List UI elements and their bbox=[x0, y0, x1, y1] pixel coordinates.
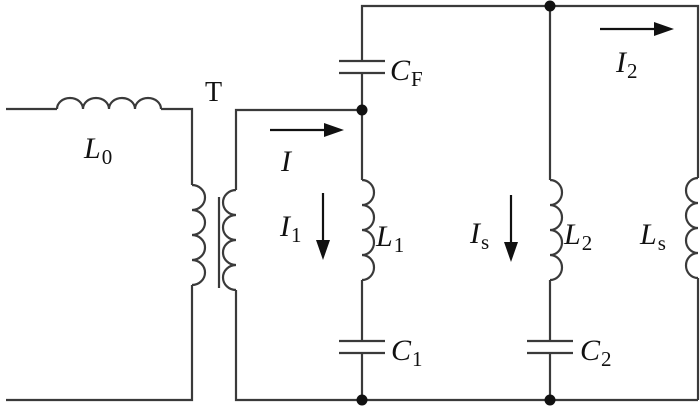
secondary-top-wire bbox=[234, 108, 362, 190]
transformer-primary-winding bbox=[191, 183, 207, 287]
junction-dot-top bbox=[544, 0, 556, 12]
label-C1: C1 bbox=[391, 334, 423, 371]
primary-circuit bbox=[6, 96, 207, 402]
label-Ls: Ls bbox=[639, 218, 666, 255]
top-rail-wire bbox=[360, 4, 700, 178]
label-L1: L1 bbox=[375, 220, 404, 257]
inductor-L1 bbox=[361, 178, 376, 282]
label-L2: L2 bbox=[563, 218, 592, 255]
primary-top-wire bbox=[161, 107, 194, 185]
label-T: T bbox=[205, 77, 222, 108]
arrow-I2 bbox=[600, 22, 674, 36]
label-Is: Is bbox=[469, 217, 489, 254]
label-I2: I2 bbox=[615, 46, 638, 83]
junction-dot-cf bbox=[356, 104, 368, 116]
transformer-secondary-winding bbox=[221, 188, 237, 292]
secondary-circuit bbox=[221, 4, 700, 402]
label-L0: L0 bbox=[83, 132, 112, 169]
junction-dot-bottom-c1 bbox=[356, 394, 368, 406]
label-I: I bbox=[280, 145, 293, 178]
arrow-I bbox=[270, 123, 344, 137]
arrow-Is bbox=[504, 195, 518, 262]
arrow-I1 bbox=[316, 193, 330, 260]
label-I1: I1 bbox=[279, 210, 302, 247]
inductor-Ls bbox=[684, 176, 699, 280]
inductor-L2 bbox=[549, 178, 564, 282]
inductor-L0 bbox=[55, 96, 163, 110]
primary-bottom-wire bbox=[6, 285, 194, 402]
label-C2: C2 bbox=[580, 334, 612, 371]
junction-dot-bottom-c2 bbox=[544, 394, 556, 406]
label-CF: CF bbox=[390, 54, 423, 91]
secondary-bottom-wire bbox=[234, 290, 698, 402]
